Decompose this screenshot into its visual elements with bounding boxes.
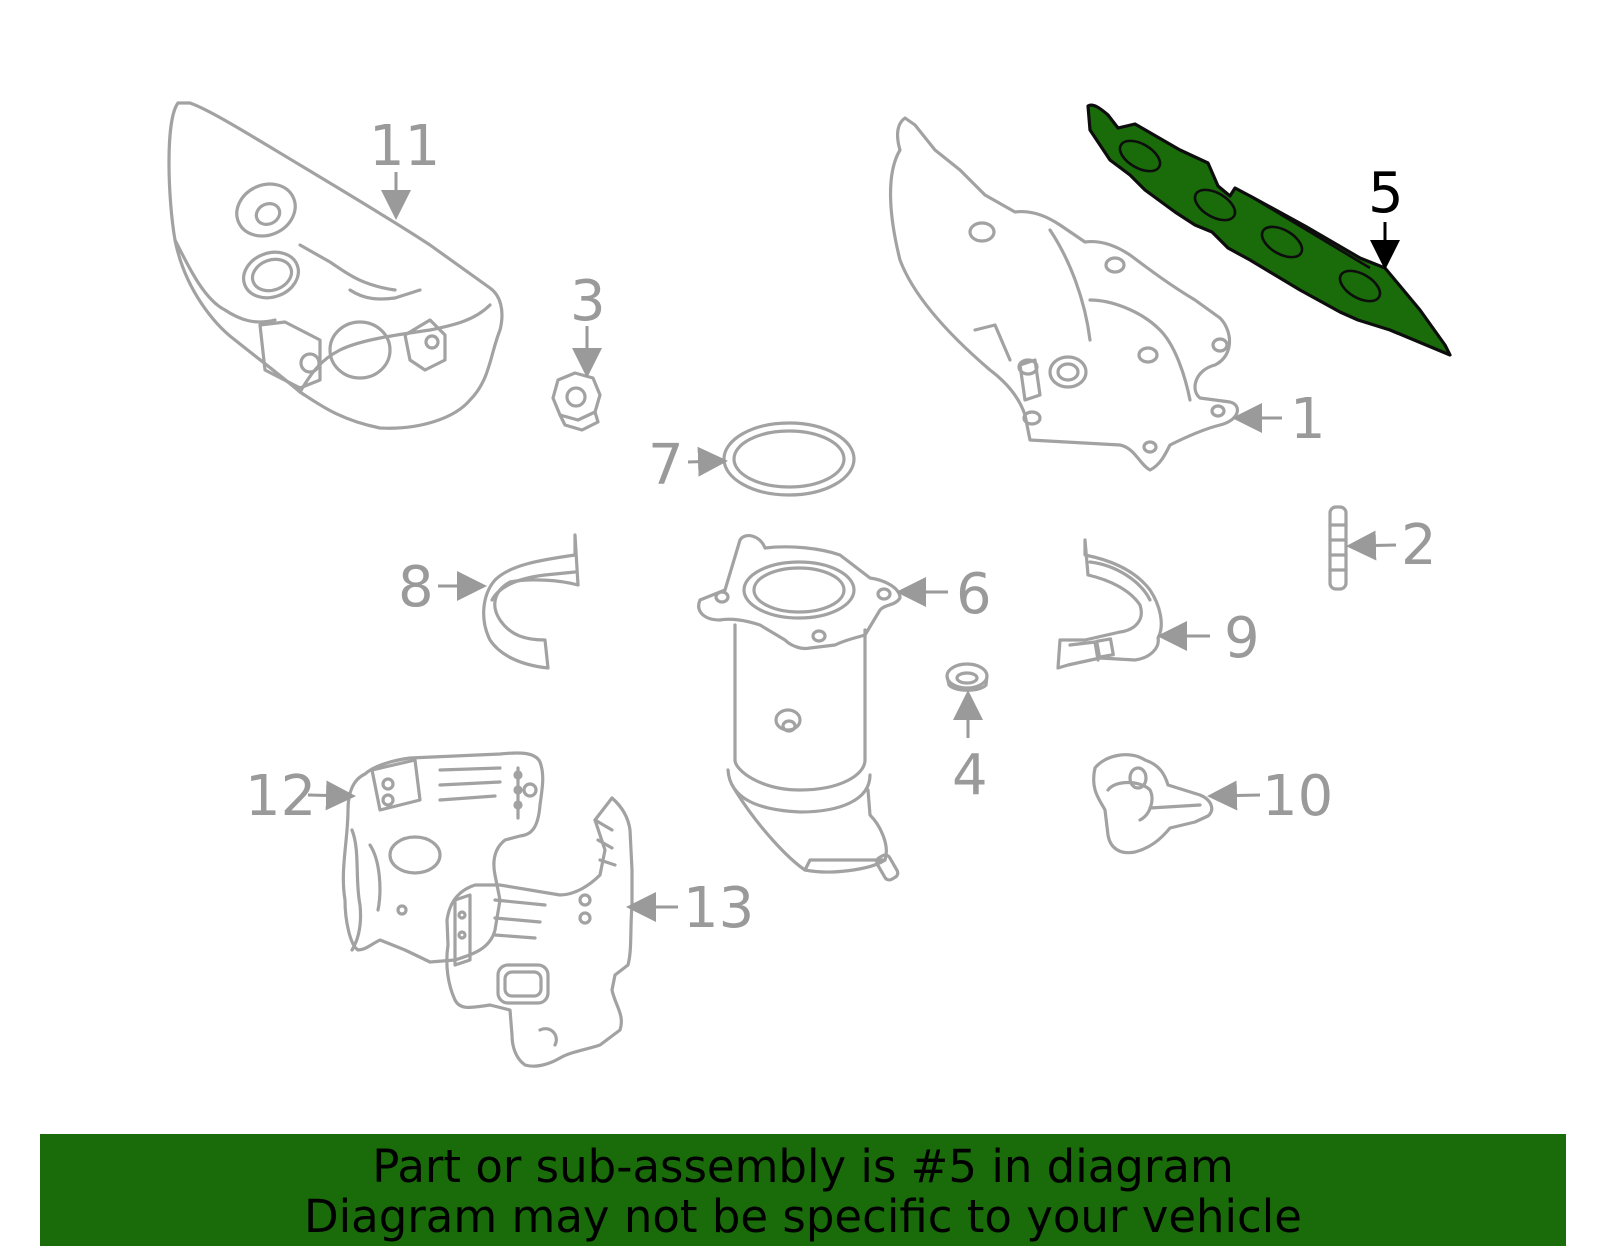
part-9-bracket[interactable] <box>1056 538 1163 670</box>
part-4-grommet[interactable] <box>945 662 989 692</box>
callout-2: 2 <box>1401 513 1437 578</box>
part-2-stud[interactable] <box>1328 505 1348 591</box>
part-1-exhaust-manifold[interactable] <box>888 116 1239 472</box>
part-12-heat-shield[interactable] <box>341 751 545 964</box>
banner-line-1: Part or sub-assembly is #5 in diagram <box>372 1140 1234 1193</box>
callout-13: 13 <box>683 876 754 941</box>
callout-11: 11 <box>369 114 440 179</box>
callout-1: 1 <box>1290 387 1326 452</box>
callout-5: 5 <box>1368 161 1404 226</box>
part-3-nut[interactable] <box>551 371 602 432</box>
part-11-heat-shield[interactable] <box>167 101 504 430</box>
callout-10: 10 <box>1262 764 1333 829</box>
part-5-gasket-highlighted[interactable] <box>1086 103 1452 357</box>
callout-8: 8 <box>398 555 434 620</box>
callout-6: 6 <box>956 562 992 627</box>
part-6-catalytic-converter[interactable] <box>697 534 902 882</box>
callout-7: 7 <box>648 433 684 498</box>
leader-lines <box>307 172 1400 922</box>
callout-labels: 11 3 5 1 7 2 8 6 9 4 10 12 13 <box>245 114 1437 941</box>
part-8-bracket[interactable] <box>482 533 580 670</box>
banner-line-2: Diagram may not be specific to your vehi… <box>304 1190 1302 1243</box>
callout-3: 3 <box>570 269 606 334</box>
info-banner: Part or sub-assembly is #5 in diagram Di… <box>40 1134 1566 1246</box>
callout-12: 12 <box>245 764 316 829</box>
part-10-bracket[interactable] <box>1092 753 1214 855</box>
callout-9: 9 <box>1224 606 1260 671</box>
part-7-gasket-ring[interactable] <box>722 421 856 497</box>
part-13-heat-shield[interactable] <box>445 796 634 1068</box>
callout-4: 4 <box>952 743 988 808</box>
